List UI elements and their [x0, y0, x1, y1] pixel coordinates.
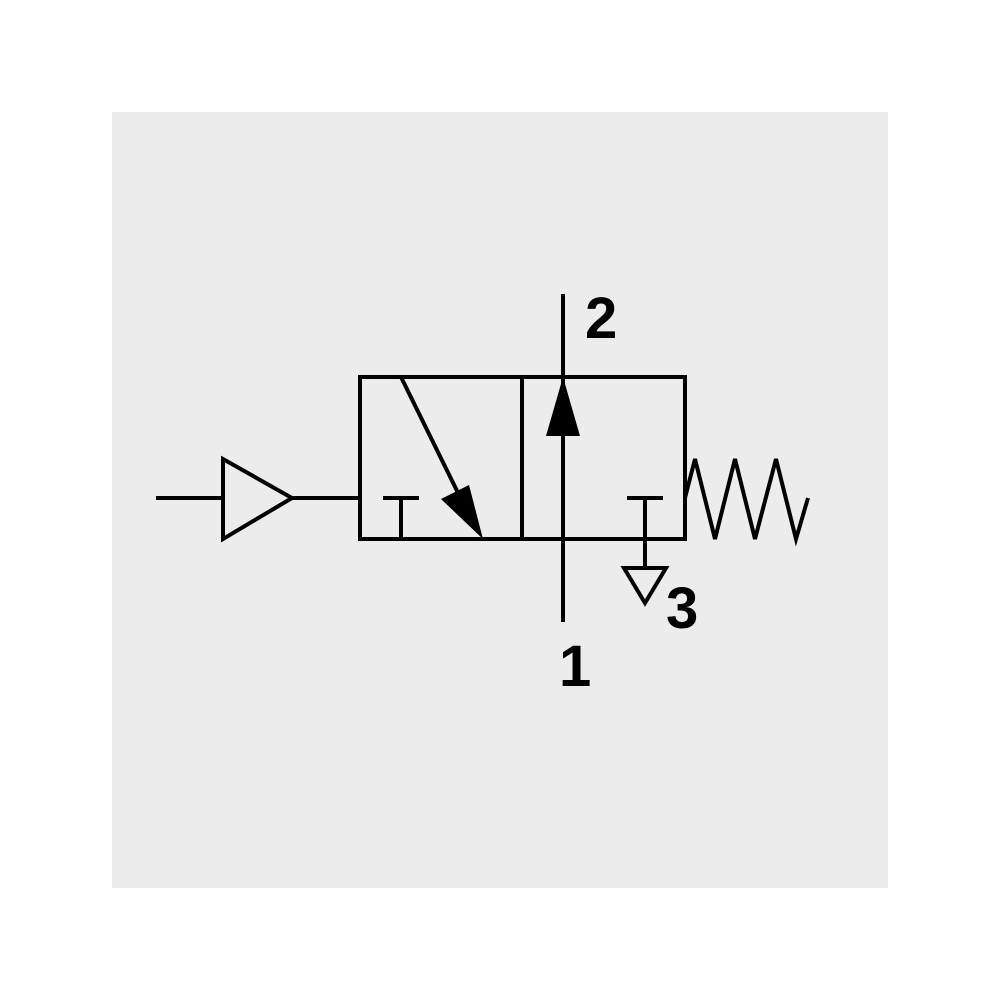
port-1-label: 1: [559, 634, 591, 699]
left-flow-arrow-shaft: [399, 376, 465, 504]
port-3-label: 3: [666, 576, 698, 641]
right-flow-arrowhead: [546, 377, 580, 436]
left-flow-arrowhead: [441, 485, 483, 539]
diagram-background-panel: [112, 112, 888, 888]
pneumatic-pilot-triangle: [221, 455, 296, 543]
exhaust-triangle: [620, 566, 670, 607]
return-spring: [683, 458, 810, 547]
port-2-label: 2: [585, 286, 617, 351]
